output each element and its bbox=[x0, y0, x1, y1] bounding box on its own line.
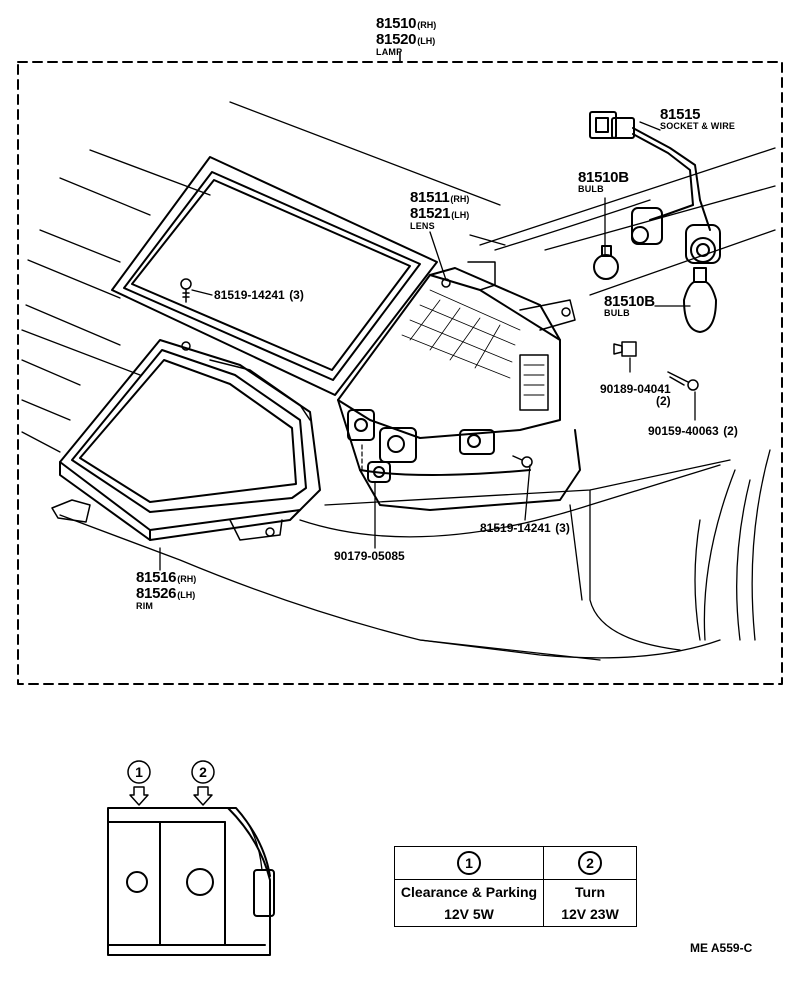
table-cell: Clearance & Parking 12V 5W bbox=[394, 879, 544, 927]
upper-panel bbox=[111, 156, 438, 396]
clip-callout: 90189-04041 (2) bbox=[592, 383, 671, 407]
rim-lh-part: 81526 bbox=[136, 585, 177, 602]
bulb-large bbox=[683, 267, 717, 333]
bulb-small bbox=[593, 245, 619, 280]
table-cell: 1 bbox=[394, 846, 544, 880]
screw-a-callout: 81519-14241 (3) bbox=[214, 287, 304, 303]
clip-part-number: 90189-04041 bbox=[599, 382, 671, 396]
lens-name: LENS bbox=[410, 221, 435, 231]
detail-view bbox=[107, 807, 275, 956]
rim-part bbox=[51, 339, 321, 541]
clip-part bbox=[613, 341, 637, 357]
table-cell: Turn 12V 23W bbox=[543, 879, 637, 927]
table-row: Clearance & Parking 12V 5W Turn 12V 23W bbox=[394, 879, 637, 927]
col2-spec: 12V 23W bbox=[561, 906, 619, 922]
rim-callout: 81516(RH) 81526(LH) RIM bbox=[136, 570, 196, 611]
lens-rh-part: 81511 bbox=[410, 189, 450, 206]
screw-b-callout: 81519-14241 (3) bbox=[480, 520, 570, 536]
lens-lh-side: (LH) bbox=[451, 210, 470, 220]
nut-part-number: 90179-05085 bbox=[334, 549, 405, 563]
rim-lh-side: (LH) bbox=[177, 590, 196, 600]
bolt-callout: 90159-40063 (2) bbox=[648, 423, 738, 439]
nut-callout: 90179-05085 bbox=[334, 548, 405, 564]
socket-wire-part: 81515 bbox=[660, 106, 701, 123]
bulb-a-part: 81510B bbox=[578, 169, 629, 186]
body-panel-lines bbox=[21, 101, 776, 661]
bolt-qty: (2) bbox=[723, 424, 738, 438]
socket-wire-name: SOCKET & WIRE bbox=[660, 121, 736, 131]
socket-wire-assembly bbox=[589, 111, 721, 264]
detail-arrows bbox=[127, 760, 215, 806]
nut-part bbox=[361, 444, 391, 483]
lamp-lh-part: 81520 bbox=[376, 31, 417, 48]
col1-function: Clearance & Parking bbox=[400, 884, 538, 900]
lens-rh-side: (RH) bbox=[450, 194, 470, 204]
bolt-part-number: 90159-40063 bbox=[648, 424, 719, 438]
clip-qty: (2) bbox=[656, 394, 671, 408]
screw-b-part: 81519-14241 bbox=[480, 521, 551, 535]
lens-callout: 81511(RH) 81521(LH) LENS bbox=[410, 190, 469, 231]
bulb-a-callout: 81510B BULB bbox=[578, 170, 629, 194]
col2-function: Turn bbox=[574, 884, 606, 900]
lamp-rh-part: 81510 bbox=[376, 15, 417, 32]
detail-marker-1: 1 bbox=[135, 764, 143, 780]
lens-pattern bbox=[401, 289, 521, 379]
detail-marker-2: 2 bbox=[199, 764, 207, 780]
socket-wire-callout: 81515 SOCKET & WIRE bbox=[660, 107, 735, 131]
bulb-b-part: 81510B bbox=[604, 293, 655, 310]
bolt-part bbox=[667, 371, 699, 391]
lens-lh-part: 81521 bbox=[410, 205, 451, 222]
lamp-name: LAMP bbox=[376, 47, 403, 57]
col2-marker: 2 bbox=[578, 851, 602, 875]
table-row: 1 2 bbox=[394, 846, 637, 880]
reference-code: ME A559-C bbox=[690, 941, 753, 955]
bulb-b-callout: 81510B BULB bbox=[604, 294, 655, 318]
bulb-b-name: BULB bbox=[604, 308, 630, 318]
lamp-rh-side: (RH) bbox=[417, 20, 437, 30]
lamp-callout: 81510(RH) 81520(LH) LAMP bbox=[376, 16, 436, 57]
screw-b-qty: (3) bbox=[555, 521, 570, 535]
screw-lower bbox=[512, 455, 533, 468]
bulb-spec-table: 1 2 Clearance & Parking 12V 5W Turn 12V … bbox=[394, 846, 637, 927]
col1-spec: 12V 5W bbox=[444, 906, 494, 922]
lamp-lh-side: (LH) bbox=[417, 36, 436, 46]
screw-a-part: 81519-14241 bbox=[214, 288, 285, 302]
rim-rh-side: (RH) bbox=[177, 574, 197, 584]
table-cell: 2 bbox=[543, 846, 637, 880]
screw-a-qty: (3) bbox=[289, 288, 304, 302]
screw-upper bbox=[180, 278, 192, 303]
leader-lines bbox=[159, 121, 696, 571]
rim-rh-part: 81516 bbox=[136, 569, 177, 586]
rim-name: RIM bbox=[136, 601, 154, 611]
bulb-a-name: BULB bbox=[578, 184, 604, 194]
col1-marker: 1 bbox=[457, 851, 481, 875]
housing-sockets bbox=[347, 409, 495, 463]
